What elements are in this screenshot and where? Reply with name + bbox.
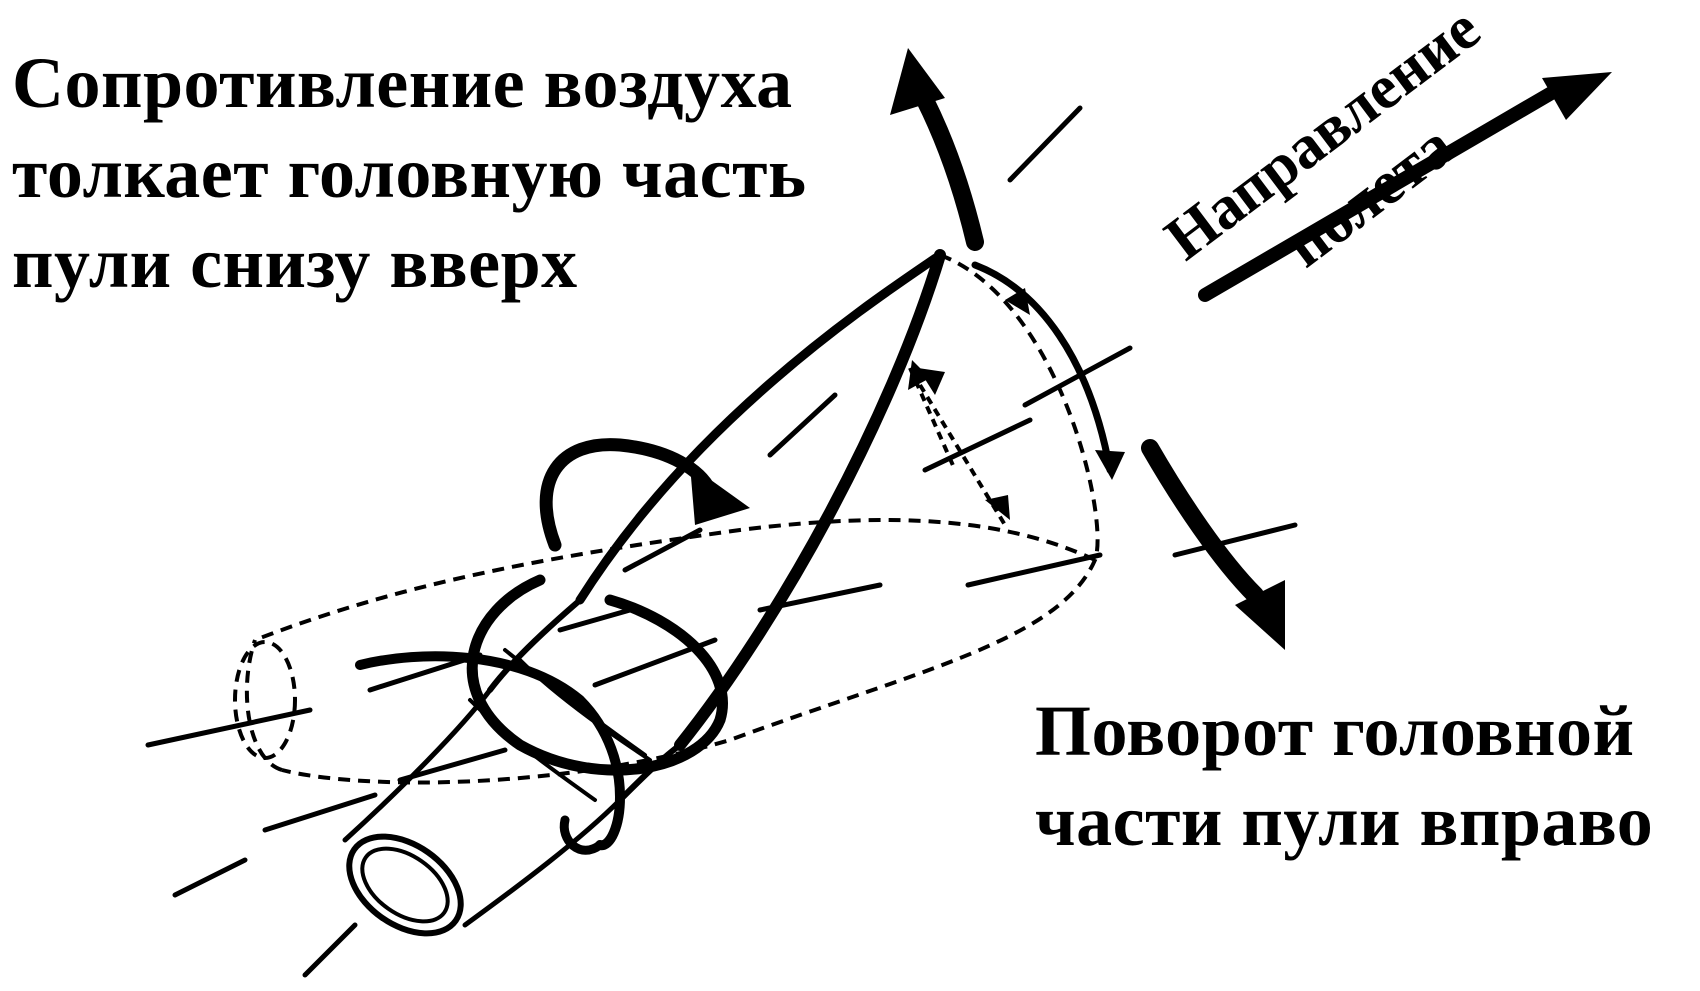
internal-small-arrows (908, 360, 1010, 520)
precession-arc-arrow (971, 261, 1125, 480)
spin-direction-arrow (539, 438, 750, 552)
flight-direction-arrow (1198, 72, 1612, 302)
head-turn-label: Поворот головной части пули вправо (1035, 686, 1653, 866)
right-turn-force-arrow (1141, 439, 1285, 650)
air-resistance-line-3: пули снизу вверх (12, 223, 578, 303)
upward-force-arrow (890, 48, 984, 251)
precession-cone-dashed (233, 253, 1100, 785)
head-turn-line-2: части пули вправо (1035, 781, 1654, 861)
head-turn-line-1: Поворот головной (1035, 691, 1635, 771)
air-resistance-line-1: Сопротивление воздуха (12, 43, 793, 123)
air-resistance-label: Сопротивление воздуха толкает головную ч… (12, 38, 807, 308)
spin-rings (355, 574, 728, 855)
air-resistance-line-2: толкает головную часть (12, 133, 807, 213)
